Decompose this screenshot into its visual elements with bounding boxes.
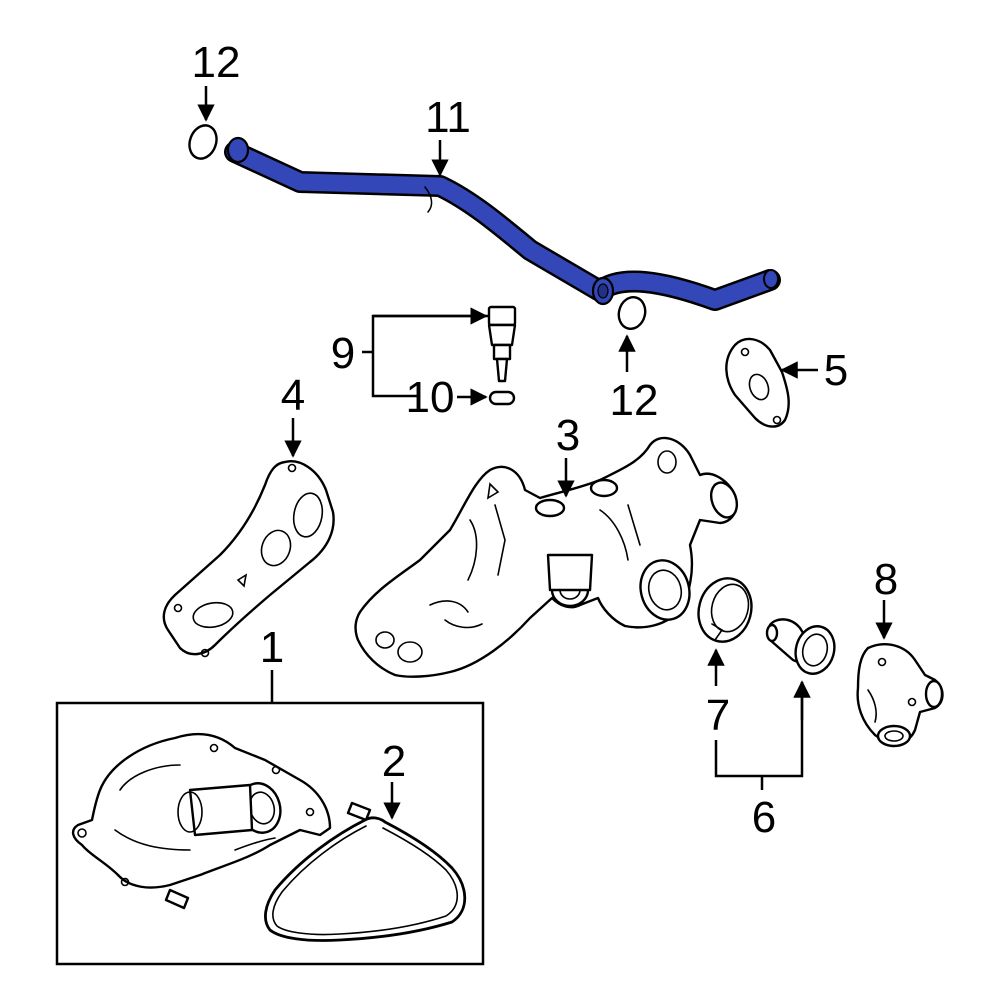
callout-9: 9 bbox=[331, 329, 355, 378]
callout-6: 6 bbox=[752, 793, 776, 842]
gasket-part-4[interactable] bbox=[162, 460, 335, 658]
pipe-body bbox=[226, 143, 779, 309]
water-pump-part-1[interactable] bbox=[71, 732, 332, 889]
temperature-sensor-part-9[interactable] bbox=[487, 305, 517, 383]
callout-1: 1 bbox=[260, 623, 284, 672]
thermostat-part-6[interactable] bbox=[765, 618, 840, 678]
callout-2: 2 bbox=[382, 737, 406, 786]
gasket-plate-part-5[interactable] bbox=[725, 337, 790, 428]
pin-part-10[interactable] bbox=[488, 390, 516, 406]
thermostat-seal-part-7[interactable] bbox=[692, 572, 759, 647]
callout-12-middle: 12 bbox=[610, 376, 659, 425]
callout-7: 7 bbox=[706, 691, 730, 740]
pipe-part-11[interactable] bbox=[224, 136, 781, 311]
inset-box-part-1 bbox=[55, 701, 485, 966]
callout-11: 11 bbox=[425, 93, 471, 142]
callout-12-top: 12 bbox=[192, 38, 241, 87]
callout-3: 3 bbox=[556, 411, 580, 460]
pump-pin-lower[interactable] bbox=[164, 888, 190, 910]
o-ring-top[interactable] bbox=[185, 122, 221, 163]
callout-5: 5 bbox=[824, 346, 848, 395]
o-ring-middle[interactable] bbox=[615, 294, 648, 332]
callout-10: 10 bbox=[406, 373, 455, 422]
thermostat-housing-part-8[interactable] bbox=[856, 643, 944, 748]
housing-part-3[interactable] bbox=[354, 436, 742, 678]
callout-8: 8 bbox=[874, 555, 898, 604]
bracket-6 bbox=[714, 682, 804, 778]
pump-gasket-part-2[interactable] bbox=[264, 816, 467, 942]
pump-pin-upper[interactable] bbox=[346, 801, 372, 822]
callout-4: 4 bbox=[281, 371, 305, 420]
